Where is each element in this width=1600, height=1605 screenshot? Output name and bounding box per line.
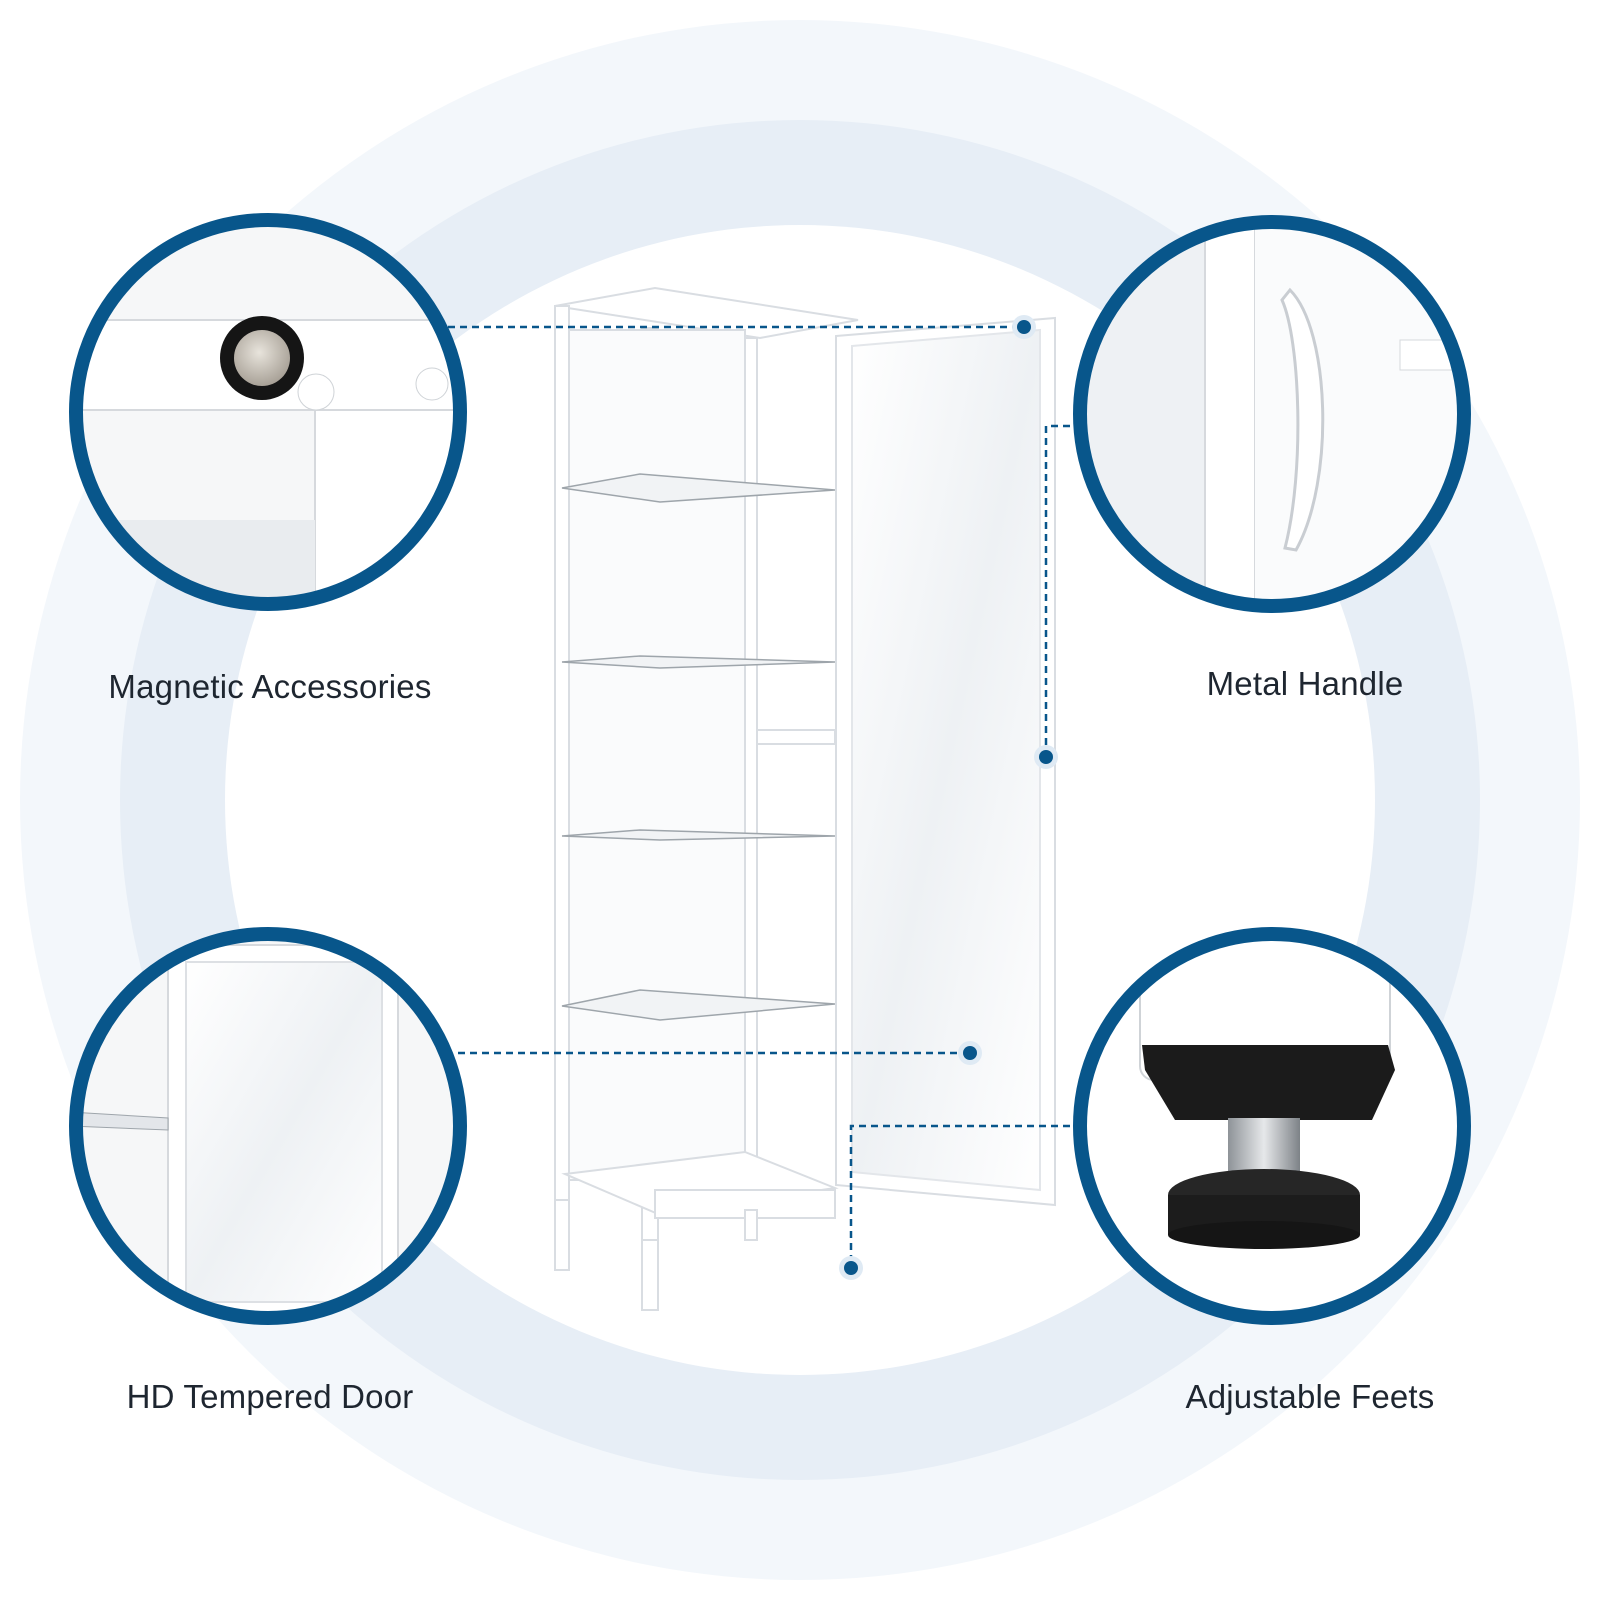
tempered-door-label: HD Tempered Door [126, 1378, 414, 1415]
callout-dots [839, 315, 1058, 1280]
tempered-door-detail [69, 927, 467, 1325]
cabinet-illustration [554, 286, 1056, 1311]
callout-lines [448, 325, 1070, 1268]
cabinet-back-post [744, 337, 758, 1239]
metal-handle-label: Metal Handle [1206, 665, 1404, 702]
cabinet-side-rail [756, 729, 836, 745]
glass-pane-icon [185, 961, 383, 1303]
cabinet-leg [744, 1209, 758, 1241]
cabinet-left-post [554, 305, 570, 1265]
adjustable-feet-label: Adjustable Feets [1185, 1378, 1435, 1415]
cabinet-bottom [561, 1150, 839, 1216]
cabinet-back-panel [568, 329, 746, 1181]
magnetic-accessories-label: Magnetic Accessories [108, 668, 432, 705]
cabinet-open-door [835, 316, 1056, 1207]
cabinet-leg [554, 1199, 570, 1271]
cabinet-leg [641, 1239, 659, 1311]
magnetic-accessories-detail [69, 213, 467, 611]
adjustable-feet-detail [1073, 927, 1471, 1325]
metal-handle-detail [1073, 215, 1471, 613]
handle-icon [1280, 287, 1325, 552]
